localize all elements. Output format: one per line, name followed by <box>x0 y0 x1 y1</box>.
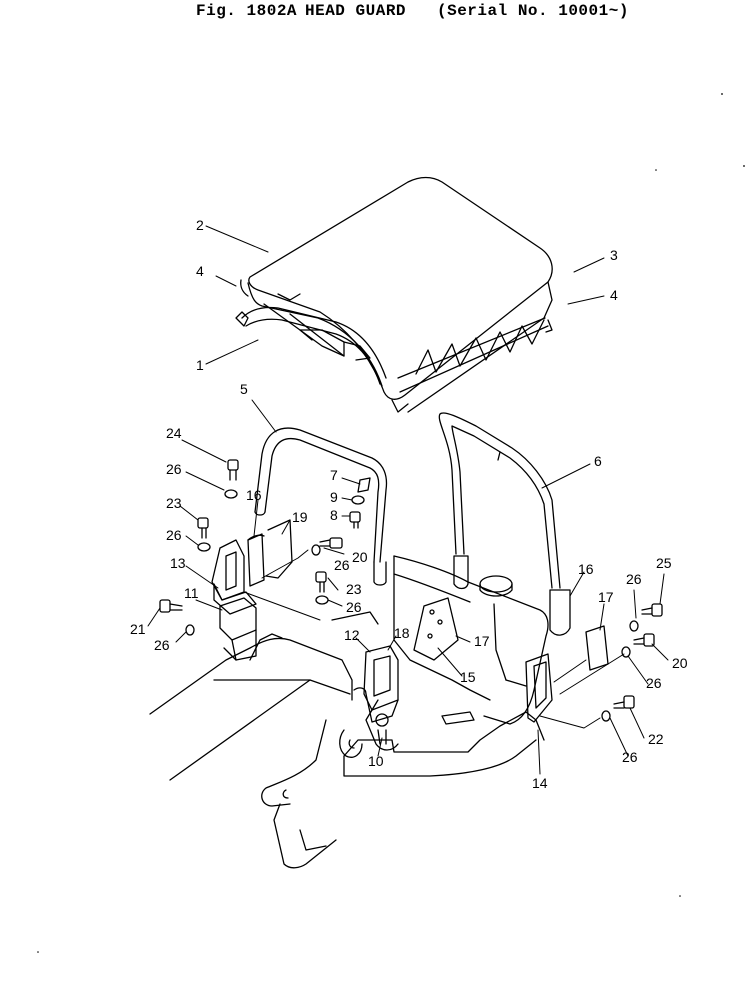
callout-label: 10 <box>368 753 384 769</box>
callout-label: 16 <box>578 561 594 577</box>
leader-lines <box>148 226 668 774</box>
callout-label: 4 <box>196 263 204 279</box>
machine-chassis <box>150 574 544 868</box>
callout-label: 14 <box>532 775 548 791</box>
callout-label: 13 <box>170 555 186 571</box>
left-fasteners <box>160 460 370 635</box>
callout-label: 23 <box>166 495 182 511</box>
callout-label: 22 <box>648 731 664 747</box>
callout-label: 9 <box>330 489 338 505</box>
callout-label: 11 <box>184 585 199 601</box>
figure-number: Fig. 1802A <box>196 2 298 20</box>
callout-label: 18 <box>394 625 410 641</box>
callout-label: 26 <box>334 557 350 573</box>
callout-label: 26 <box>622 749 638 765</box>
callout-label: 26 <box>626 571 642 587</box>
left-lower-bracket <box>212 520 292 614</box>
figure-title: Fig. 1802A HEAD GUARD (Serial No. 10001~… <box>0 0 748 28</box>
scan-specks <box>37 93 745 953</box>
left-roll-bar <box>255 428 386 585</box>
callout-label: 26 <box>646 675 662 691</box>
callout-label: 1 <box>196 357 204 373</box>
callout-label: 3 <box>610 247 618 263</box>
canopy-roof <box>241 178 552 413</box>
right-fasteners <box>602 604 662 721</box>
callout-label: 19 <box>292 509 308 525</box>
right-bracket-14 <box>526 626 608 722</box>
callout-label: 23 <box>346 581 362 597</box>
callout-label: 21 <box>130 621 146 637</box>
right-plate-15 <box>414 598 458 660</box>
callout-label: 8 <box>330 507 338 523</box>
callout-label: 4 <box>610 287 618 303</box>
serial-note: (Serial No. 10001~) <box>437 2 629 20</box>
callout-labels: 2 3 4 4 1 5 6 24 26 23 26 7 9 8 16 19 20… <box>130 217 688 791</box>
callout-label: 16 <box>246 487 262 503</box>
callout-label: 7 <box>330 467 338 483</box>
callout-label: 17 <box>598 589 614 605</box>
callout-label: 17 <box>474 633 490 649</box>
tank-body <box>394 556 548 724</box>
callout-label: 25 <box>656 555 672 571</box>
callout-label: 6 <box>594 453 602 469</box>
callout-label: 5 <box>240 381 248 397</box>
mount-bracket-11 <box>220 598 256 660</box>
callout-label: 12 <box>344 627 360 643</box>
callout-label: 15 <box>460 669 476 685</box>
right-roll-bar <box>439 413 570 635</box>
callout-label: 20 <box>672 655 688 671</box>
part-name: HEAD GUARD <box>305 2 407 20</box>
callout-label: 26 <box>154 637 170 653</box>
callout-label: 26 <box>166 461 182 477</box>
callout-label: 24 <box>166 425 182 441</box>
callout-label: 26 <box>346 599 362 615</box>
center-hinge-bracket <box>364 646 398 744</box>
canopy-frame <box>236 294 552 392</box>
callout-label: 20 <box>352 549 368 565</box>
callout-label: 26 <box>166 527 182 543</box>
callout-label: 2 <box>196 217 204 233</box>
